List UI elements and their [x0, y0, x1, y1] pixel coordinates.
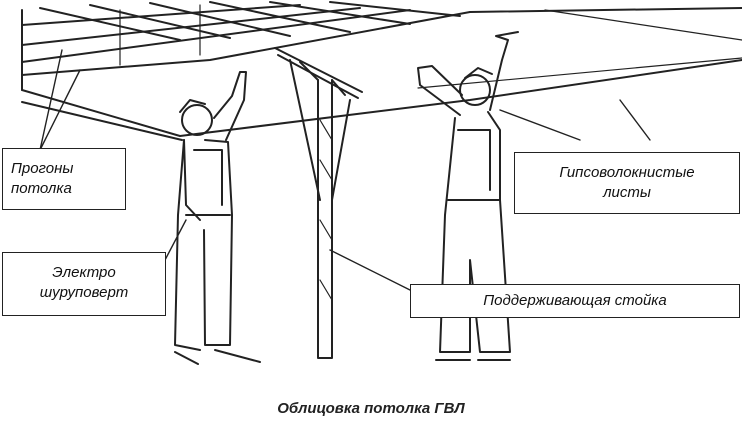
label-support-line1: Поддерживающая стойка — [483, 292, 667, 309]
label-screwdriver-line1: Электро — [52, 264, 116, 281]
label-purlins-line1: Прогоны — [11, 160, 74, 177]
support-stand — [274, 47, 363, 359]
label-sheets-line1: Гипсоволокнистые — [559, 164, 695, 181]
label-purlins-line2: потолка — [11, 180, 72, 197]
leader-lines — [39, 49, 651, 291]
label-sheets: Гипсоволокнистые листы — [514, 152, 740, 214]
label-screwdriver: Электро шуруповерт — [2, 252, 166, 316]
ceiling-purlins — [21, 1, 471, 91]
figure-caption: Облицовка потолка ГВЛ — [277, 400, 465, 417]
label-support: Поддерживающая стойка — [410, 284, 740, 318]
label-purlins: Прогоны потолка — [2, 148, 126, 210]
gypsum-sheets — [21, 7, 742, 141]
label-sheets-line2: листы — [603, 184, 651, 201]
worker-left — [174, 71, 261, 365]
label-screwdriver-line2: шуруповерт — [39, 284, 129, 301]
